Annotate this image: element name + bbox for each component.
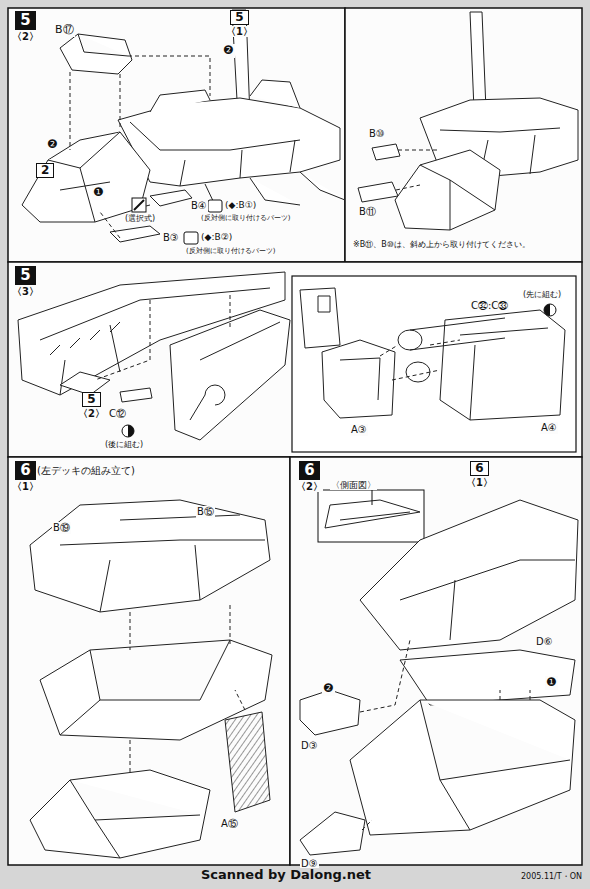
- note: (反対側に取り付けるパーツ): [200, 214, 291, 222]
- part-number: A⑮: [220, 818, 239, 830]
- footer-date: 2005.11/T・ON: [520, 872, 583, 881]
- part-number: D③: [300, 740, 319, 752]
- callout-number: ❶: [545, 676, 558, 690]
- part-number: B⑪: [358, 206, 377, 218]
- heading: (左デッキの組み立て): [36, 465, 136, 477]
- icon-caption: (先に組む): [522, 290, 562, 299]
- part-number: A④: [540, 422, 558, 434]
- part-number: B⑮: [196, 506, 215, 518]
- sub-step: 〈1〉: [12, 481, 39, 492]
- step-digit: 5: [82, 392, 100, 407]
- sub-step: 〈2〉: [296, 481, 323, 492]
- footer-credit: Scanned by Dalong.net: [200, 868, 372, 883]
- step-reference: 6〈1〉: [466, 461, 493, 488]
- part-number: B④: [190, 200, 208, 212]
- sub-step: 〈1〉: [466, 477, 493, 488]
- step-digit: 6: [15, 461, 35, 480]
- step-reference: 5〈1〉: [226, 10, 253, 37]
- part-number: B⑰: [54, 24, 75, 37]
- step-digit: 6: [299, 461, 319, 480]
- sub-step: 〈2〉: [12, 31, 39, 42]
- note: (反対側に取り付けるパーツ): [185, 247, 276, 255]
- callout-number: ❷: [46, 138, 59, 152]
- sub-step: 〈1〉: [226, 26, 253, 37]
- step-digit: 5: [15, 11, 35, 30]
- callout-number: ❷: [322, 682, 335, 696]
- sub-step: 〈3〉: [12, 286, 39, 297]
- step-digit: 5: [230, 10, 248, 25]
- icon-caption: (選択式): [124, 214, 156, 223]
- callout-number: ❶: [92, 186, 105, 200]
- note: ※B⑪、B⑩は、斜め上から取り付けてください。: [352, 240, 531, 249]
- part-reference: (◆:B②): [200, 232, 233, 242]
- part-number: B③: [162, 232, 180, 244]
- step-number: 6〈1〉: [12, 461, 39, 492]
- icon-caption: (後に組む): [104, 440, 144, 449]
- step-digit: 2: [36, 163, 54, 178]
- step-digit: 6: [470, 461, 488, 476]
- part-number: C㉜:C㉝: [470, 300, 509, 312]
- part-number: D⑥: [535, 636, 554, 648]
- step-reference: 2: [36, 163, 54, 178]
- step-number: 6〈2〉: [296, 461, 323, 492]
- step-number: 5〈2〉: [12, 11, 39, 42]
- part-reference: (◆:B①): [224, 200, 257, 210]
- panel-frames: [8, 8, 582, 865]
- step-number: 5〈3〉: [12, 266, 39, 297]
- sub-step: 〈2〉: [78, 408, 105, 419]
- step-reference: 5〈2〉: [78, 392, 105, 419]
- part-number: B⑲: [52, 522, 71, 534]
- part-number: A③: [350, 424, 368, 436]
- inset-title: 〈側面図〉: [330, 480, 377, 490]
- part-number: B⑩: [368, 128, 386, 140]
- step-digit: 5: [15, 266, 35, 285]
- callout-number: ❷: [222, 44, 235, 58]
- part-number: C⑫: [108, 408, 127, 420]
